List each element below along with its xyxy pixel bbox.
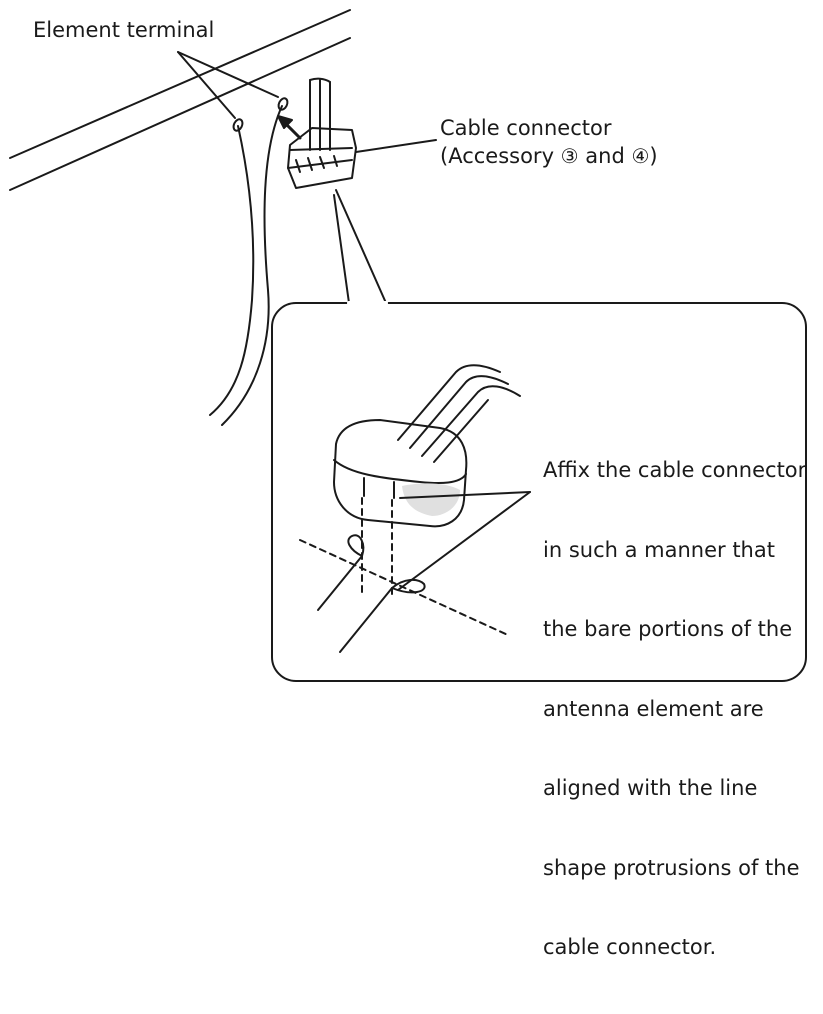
detail-cable-bundle	[397, 364, 521, 463]
note-line: in such a manner that	[543, 537, 775, 562]
note-line: cable connector.	[543, 935, 717, 959]
note-line: Affix the cable connector	[543, 458, 807, 482]
element-terminal-leaders	[177, 51, 279, 119]
cable-connector-leader	[355, 139, 437, 153]
detail-dashed-guides	[299, 497, 511, 637]
detail-callout-box	[271, 302, 807, 682]
element-terminal-right	[277, 97, 289, 111]
accessory-suffix: )	[649, 144, 658, 168]
diagram: Element terminal Cable connector (Access…	[9, 9, 807, 959]
note-line: the bare portions of the	[543, 617, 793, 641]
diagram-drawing	[9, 9, 807, 682]
accessory-3-symbol: ③	[560, 144, 579, 168]
detail-element-wires	[317, 534, 426, 653]
cable-connector-small	[287, 77, 357, 189]
element-terminal-label: Element terminal	[33, 18, 215, 42]
insert-arrow	[277, 115, 302, 140]
accessory-and: and	[578, 144, 632, 168]
cable-connector-accessory-label: (Accessory ③ and ④)	[440, 146, 658, 167]
note-line: antenna element are	[543, 696, 764, 721]
accessory-4-symbol: ④	[631, 144, 650, 168]
accessory-prefix: (Accessory	[440, 144, 561, 168]
instruction-note: Affix the cable connector in such a mann…	[543, 404, 806, 1014]
note-line: aligned with the line	[543, 776, 758, 800]
element-terminal-left	[232, 118, 244, 132]
antenna-element-wires	[209, 105, 283, 426]
glass-edge-lines	[9, 9, 351, 191]
note-leaders	[397, 491, 531, 591]
detail-cable-connector	[333, 419, 468, 528]
note-line: shape protrusions of the	[543, 855, 800, 880]
cable-connector-label: Cable connector	[440, 116, 612, 140]
callout-pointer	[333, 189, 387, 304]
